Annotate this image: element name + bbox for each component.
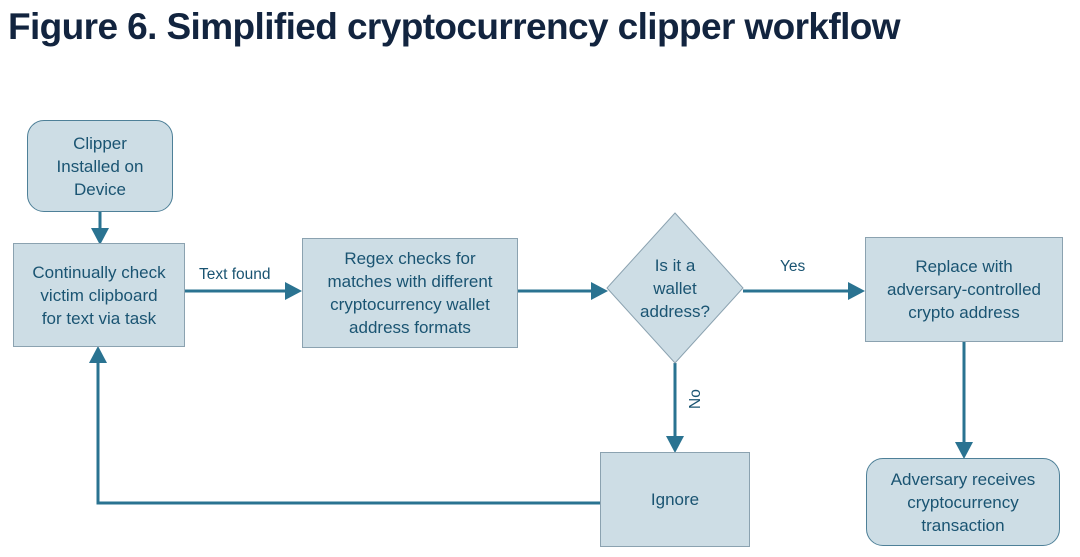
node-is-wallet-address-label: Is it a wallet address?: [607, 254, 743, 323]
diamond-shape: [606, 212, 744, 364]
node-line: Regex checks for: [344, 249, 476, 268]
node-line: Replace with: [915, 257, 1013, 276]
edge-replace-to-adversary: [955, 342, 973, 459]
edge-label-no: No: [687, 389, 704, 409]
edge-regex-to-decision: [518, 282, 608, 300]
node-line: address formats: [349, 318, 471, 337]
node-clipper-installed[interactable]: Clipper Installed on Device: [27, 120, 173, 212]
node-regex-checks-label: Regex checks for matches with different …: [307, 247, 513, 339]
node-line: Device: [74, 179, 126, 199]
node-line: wallet: [653, 278, 697, 298]
edge-label-yes: Yes: [780, 258, 806, 275]
edge-decision-yes: [743, 282, 865, 300]
node-line: crypto address: [908, 303, 1020, 322]
node-line: Clipper: [73, 133, 127, 153]
node-replace-address-label: Replace with adversary-controlled crypto…: [870, 255, 1058, 324]
node-continually-check-label: Continually check victim clipboard for t…: [18, 261, 180, 330]
node-line: Installed on: [56, 156, 144, 176]
edge-decision-no: [666, 363, 684, 453]
node-replace-address[interactable]: Replace with adversary-controlled crypto…: [865, 237, 1063, 342]
node-line: Is it a: [654, 255, 696, 275]
node-regex-checks[interactable]: Regex checks for matches with different …: [302, 238, 518, 348]
node-line: cryptocurrency: [907, 492, 1019, 512]
node-line: victim clipboard: [40, 285, 158, 305]
page-title: Figure 6. Simplified cryptocurrency clip…: [8, 6, 901, 47]
node-clipper-installed-label: Clipper Installed on Device: [32, 132, 168, 201]
node-continually-check[interactable]: Continually check victim clipboard for t…: [13, 243, 185, 347]
node-adversary-receives-label: Adversary receives cryptocurrency transa…: [871, 468, 1055, 537]
node-line: matches with different: [327, 272, 493, 291]
node-ignore[interactable]: Ignore: [600, 452, 750, 547]
node-line: cryptocurrency wallet: [330, 295, 490, 314]
node-ignore-label: Ignore: [605, 488, 745, 511]
node-line: Continually check: [32, 262, 166, 282]
node-adversary-receives[interactable]: Adversary receives cryptocurrency transa…: [866, 458, 1060, 546]
node-is-wallet-address[interactable]: Is it a wallet address?: [606, 212, 744, 364]
node-line: adversary-controlled: [886, 280, 1041, 299]
node-line: address?: [640, 301, 710, 321]
edge-ignore-to-check: [89, 346, 600, 505]
edge-check-to-regex: [185, 282, 302, 300]
node-line: transaction: [921, 515, 1005, 535]
edge-label-text-found: Text found: [199, 266, 271, 283]
edge-clipper-to-check: [91, 212, 109, 245]
node-line: Ignore: [650, 490, 700, 509]
node-line: Adversary receives: [890, 469, 1036, 489]
node-line: for text via task: [41, 308, 157, 328]
